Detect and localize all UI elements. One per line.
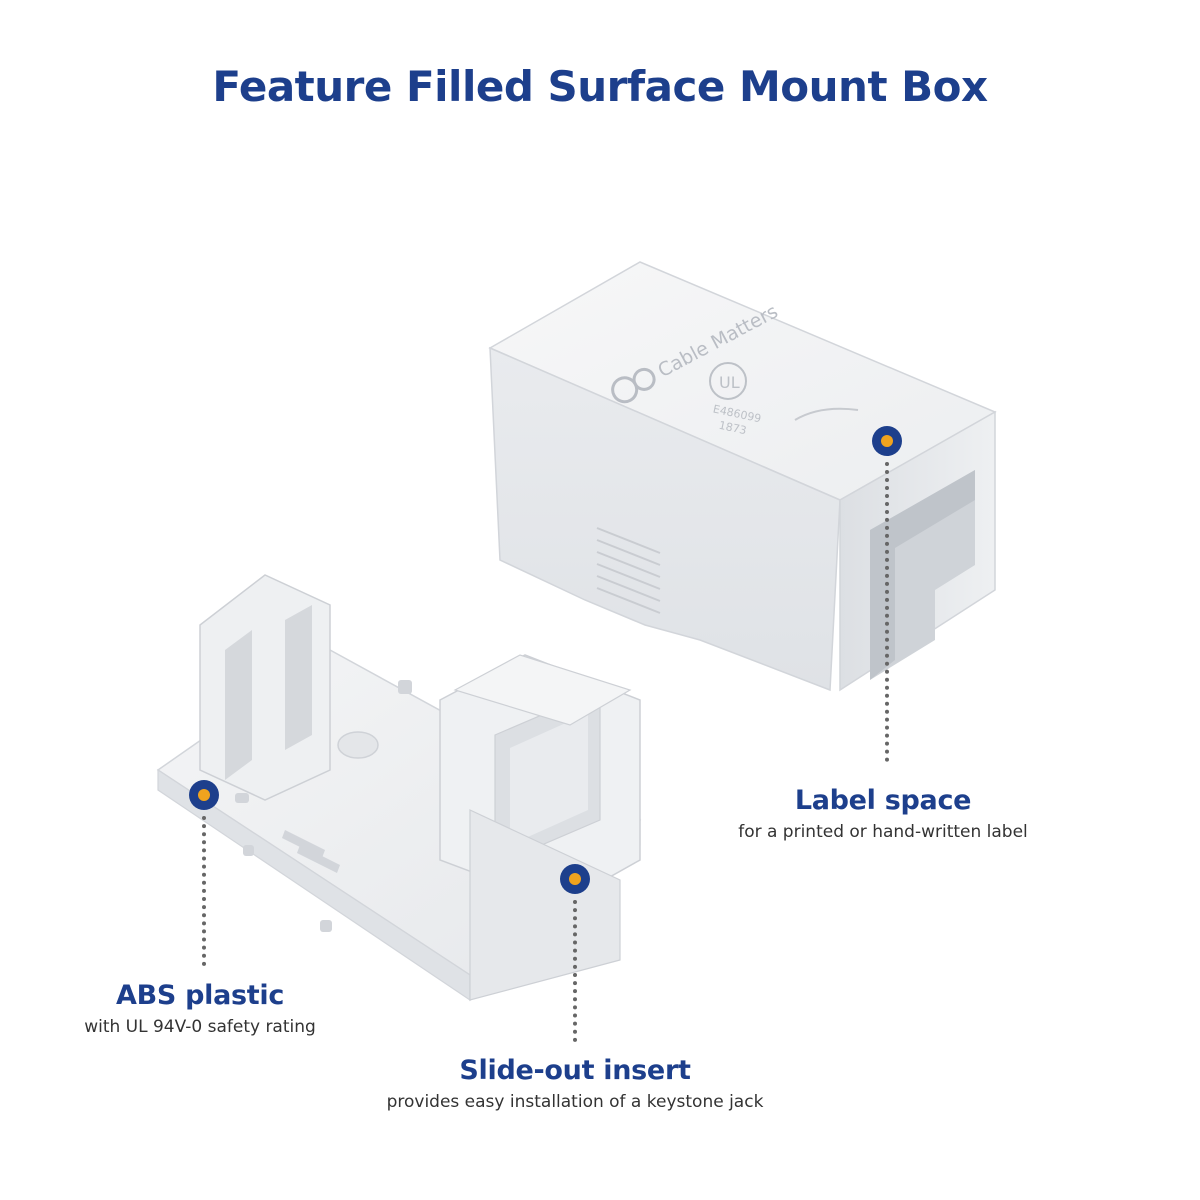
callout-slide-out-title: Slide-out insert (459, 1055, 691, 1086)
abs-plastic-leader (202, 816, 206, 966)
slide-out-leader (573, 900, 577, 1042)
callout-abs-plastic-title: ABS plastic (115, 980, 285, 1011)
callout-label-space: Label space for a printed or hand-writte… (708, 785, 1058, 842)
base-plate (156, 574, 642, 1002)
svg-text:1873: 1873 (718, 419, 748, 438)
label-space-marker (872, 426, 902, 456)
slide-out-marker (560, 864, 590, 894)
callout-label-space-subtitle: for a printed or hand-written label (738, 822, 1028, 842)
page-title: Feature Filled Surface Mount Box (212, 62, 988, 111)
svg-text:UL: UL (719, 373, 740, 392)
abs-plastic-marker (189, 780, 219, 810)
label-space-leader (885, 462, 889, 762)
callout-slide-out-subtitle: provides easy installation of a keystone… (386, 1092, 764, 1112)
callout-label-space-title: Label space (794, 785, 972, 816)
callout-slide-out: Slide-out insert provides easy installat… (360, 1055, 790, 1112)
cover-housing: Cable Matters UL E486099 1873 (488, 261, 997, 692)
callout-abs-plastic: ABS plastic with UL 94V-0 safety rating (55, 980, 345, 1037)
callout-abs-plastic-subtitle: with UL 94V-0 safety rating (84, 1017, 316, 1037)
